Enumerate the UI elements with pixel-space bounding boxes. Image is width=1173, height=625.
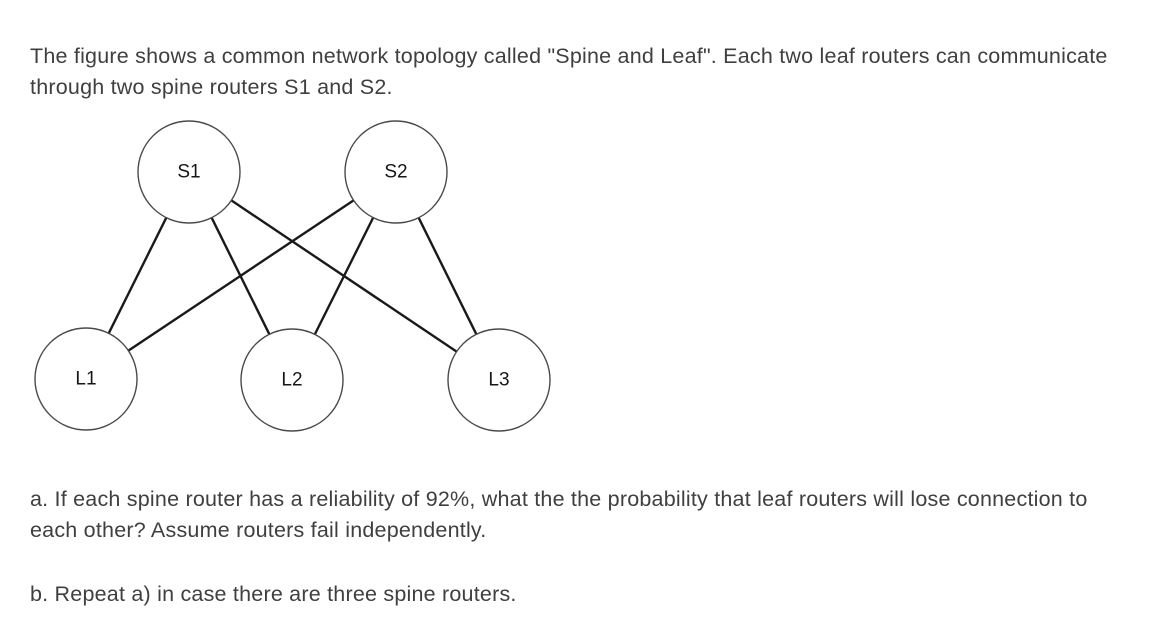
edge-s2-l1 <box>127 199 355 352</box>
node-l3: L3 <box>447 328 551 432</box>
edge-s2-l2 <box>313 216 375 336</box>
node-label-l2: L2 <box>281 370 302 391</box>
edge-s2-l3 <box>417 216 478 336</box>
node-label-s2: S2 <box>384 162 407 183</box>
intro-paragraph: The figure shows a common network topolo… <box>30 43 1114 99</box>
node-circle-l3 <box>447 328 551 432</box>
node-l1: L1 <box>34 327 138 431</box>
node-label-l1: L1 <box>75 369 96 390</box>
node-circle-l1 <box>34 327 138 431</box>
question-a-paragraph: a. If each spine router has a reliabilit… <box>30 486 1094 542</box>
edge-s1-l1 <box>107 216 168 335</box>
node-circle-s2 <box>344 120 448 224</box>
node-label-s1: S1 <box>177 162 200 183</box>
node-label-l3: L3 <box>488 370 509 391</box>
question-b-paragraph: b. Repeat a) in case there are three spi… <box>30 581 517 606</box>
node-circle-l2 <box>240 328 344 432</box>
edge-layer <box>107 199 478 353</box>
node-circle-s1 <box>137 120 241 224</box>
node-l2: L2 <box>240 328 344 432</box>
node-s2: S2 <box>344 120 448 224</box>
node-s1: S1 <box>137 120 241 224</box>
